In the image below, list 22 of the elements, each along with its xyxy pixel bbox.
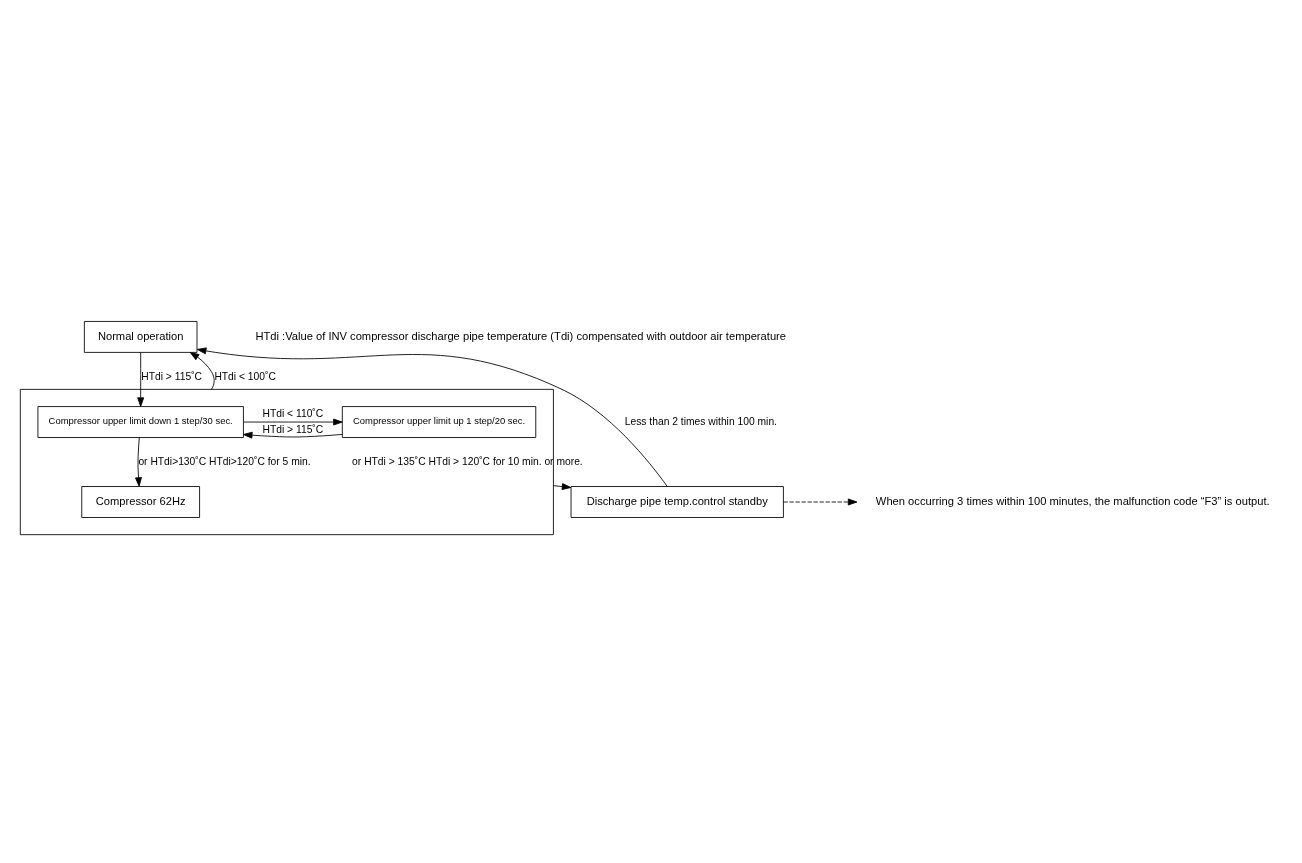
arrow	[243, 431, 343, 439]
arrow	[189, 352, 215, 390]
edge-label: HTdi < 110˚C	[262, 407, 324, 419]
arrow	[783, 498, 858, 506]
node-box: Normal operation	[83, 321, 198, 353]
node-box: Compressor 62Hz	[81, 486, 200, 518]
arrow	[137, 352, 145, 407]
label: HTdi :Value of INV compressor discharge pipe temperature (Tdi) compensated with outdoor air temperature	[255, 329, 787, 342]
arrow	[196, 347, 668, 487]
arrow	[243, 418, 343, 426]
cluster	[19, 388, 554, 536]
node-box: Discharge pipe temp.control standby	[570, 486, 784, 518]
edge-label: or HTdi>130˚C HTdi>120˚C for 5 min.	[138, 455, 311, 467]
edge-label: HTdi > 115˚C	[141, 370, 203, 382]
edge-label: HTdi > 115˚C	[262, 423, 324, 435]
arrow	[135, 437, 142, 487]
edge-label: Less than 2 times within 100 min.	[624, 415, 777, 427]
node-text: When occurring 3 times within 100 minutes, the malfunction code “F3” is output.	[875, 494, 1270, 507]
edge-label: HTdi < 100˚C	[214, 370, 276, 382]
node-box: Compressor upper limit down 1 step/30 sec.	[37, 406, 244, 438]
node-box: Compressor upper limit up 1 step/20 sec.	[341, 406, 537, 438]
arrow	[553, 483, 572, 490]
